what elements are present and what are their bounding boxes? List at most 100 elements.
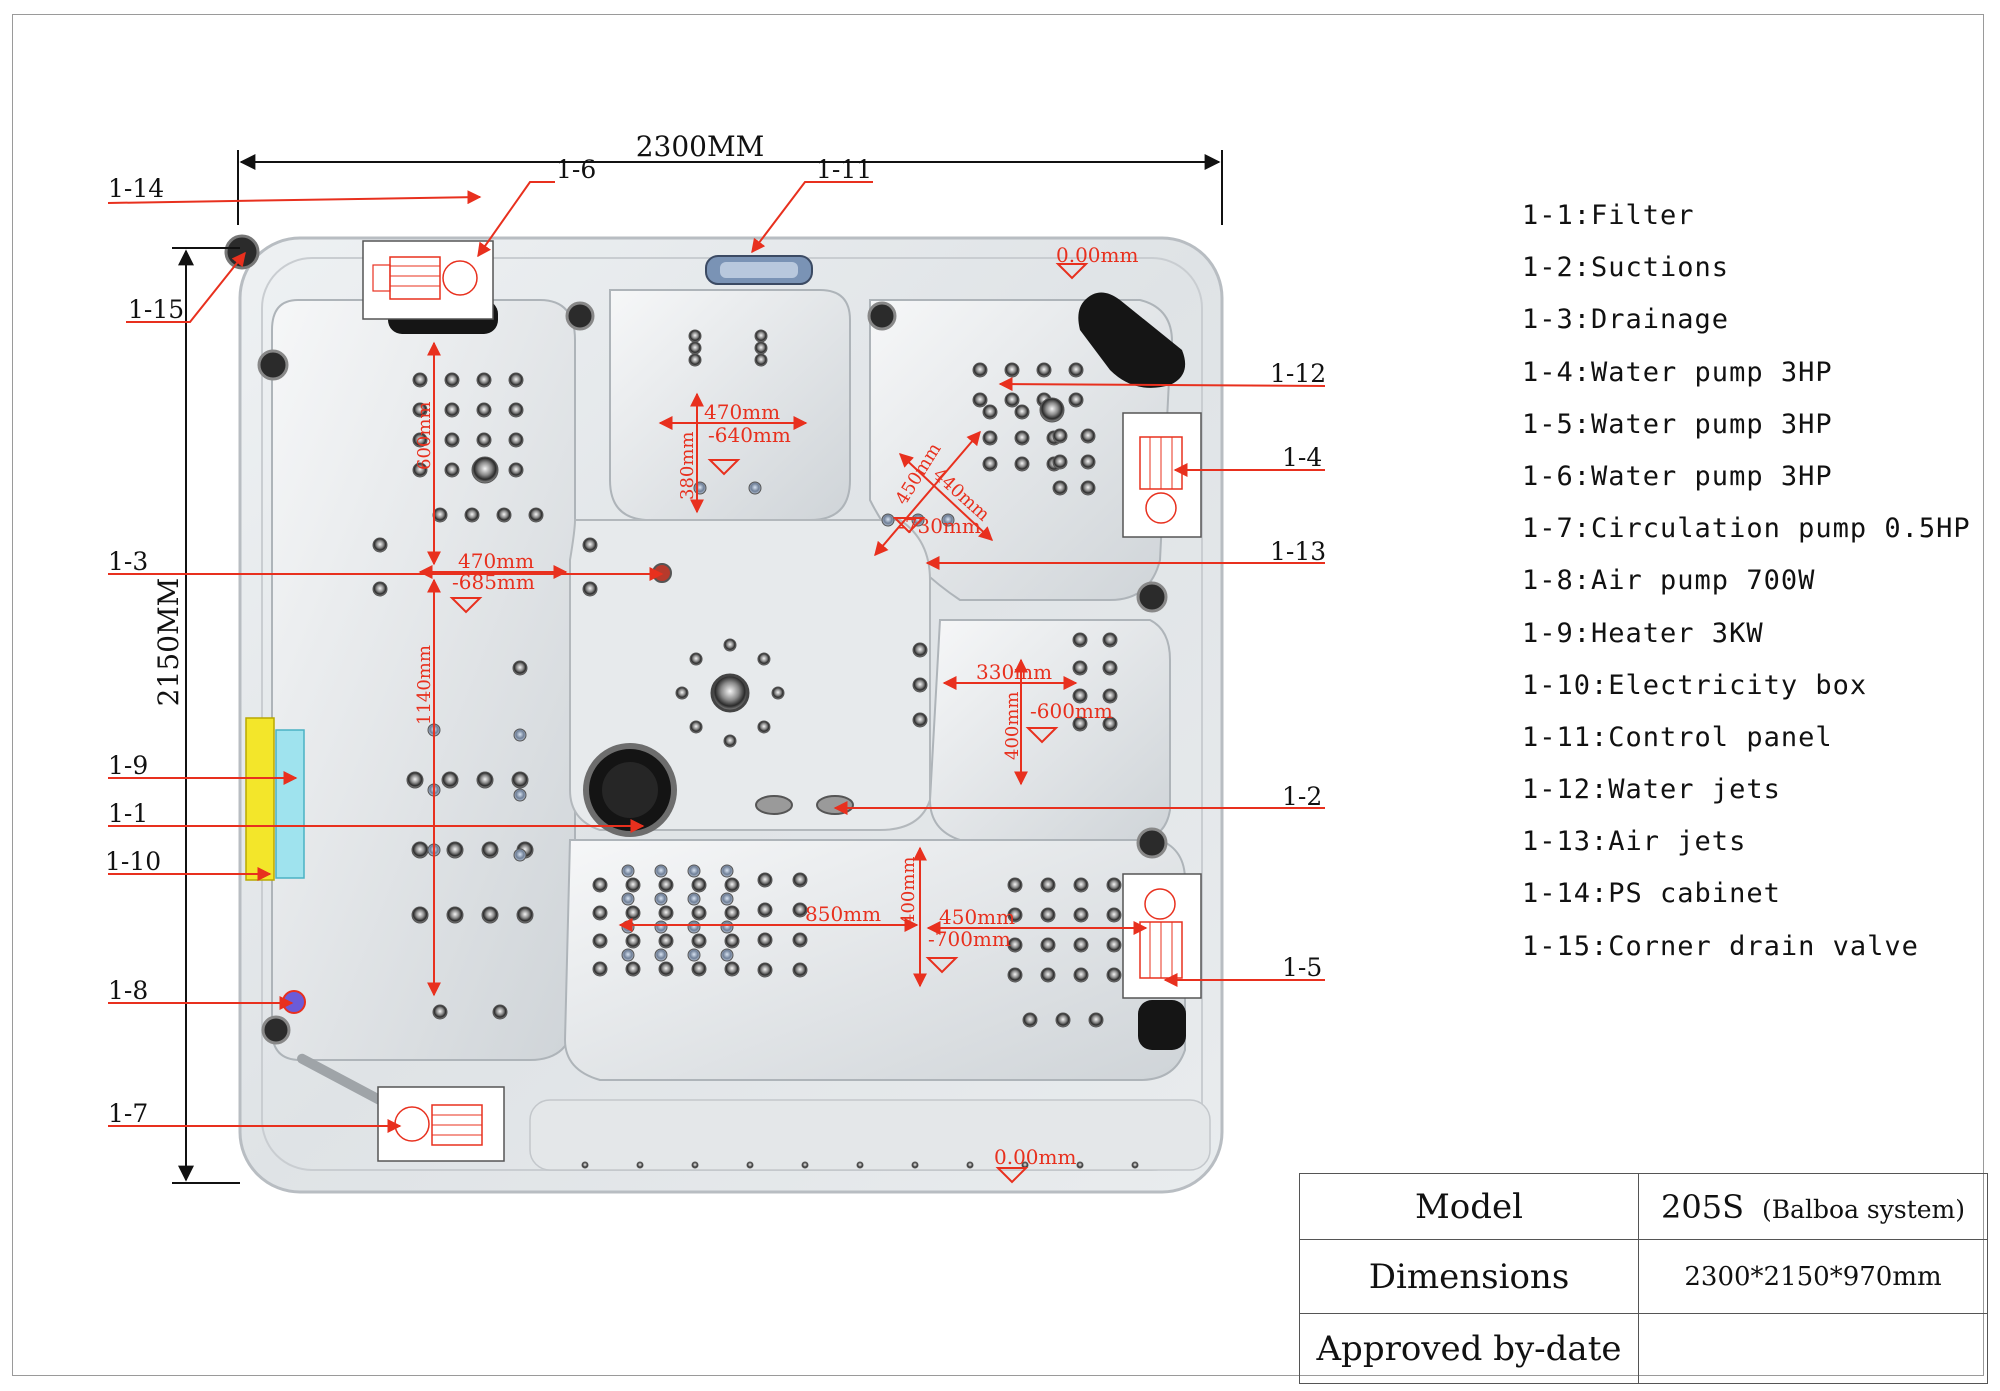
water-jet-icon	[1052, 454, 1068, 470]
water-jet-icon	[1004, 362, 1020, 378]
water-jet-icon	[757, 902, 773, 918]
callout-1-2: 1-2	[1282, 782, 1322, 811]
air-jet-icon	[748, 481, 762, 495]
water-jet-icon	[1036, 362, 1052, 378]
air-jet-icon	[654, 948, 668, 962]
water-jet-icon	[592, 933, 608, 949]
air-jet-icon	[513, 848, 527, 862]
water-jet-icon	[476, 372, 492, 388]
water-jet-icon	[689, 720, 703, 734]
water-jet-icon	[1073, 907, 1089, 923]
water-jet-icon	[723, 734, 737, 748]
water-jet-icon	[528, 507, 544, 523]
water-jet-icon	[1102, 660, 1118, 676]
seat1-height-label: 600mm	[414, 402, 435, 471]
water-jet-icon	[912, 712, 928, 728]
water-jet-icon	[1040, 907, 1056, 923]
approved-value	[1638, 1313, 1988, 1384]
water-jet-icon	[757, 652, 771, 666]
water-jet-icon	[691, 933, 707, 949]
legend-item-suctions: 1-2:Suctions	[1522, 252, 1730, 284]
suction-icon	[755, 795, 793, 815]
callout-1-10: 1-10	[105, 847, 161, 876]
water-jet-icon	[658, 961, 674, 977]
circulation-pump-icon	[377, 1086, 505, 1162]
legend-item-corner-drain-valve: 1-15:Corner drain valve	[1522, 930, 1919, 962]
water-jet-icon	[912, 642, 928, 658]
air-jet-icon	[621, 892, 635, 906]
air-jet-icon	[513, 788, 527, 802]
water-jet-icon	[1072, 660, 1088, 676]
headrest-top-right	[1078, 292, 1186, 388]
callout-leaders	[107, 181, 1326, 1133]
water-jet-icon	[792, 932, 808, 948]
water-jet-icon	[1072, 688, 1088, 704]
legend-item-water-jets: 1-12:Water jets	[1522, 774, 1781, 806]
water-jet-icon	[1102, 632, 1118, 648]
legend-item-water-pump-1-5: 1-5:Water pump 3HP	[1522, 408, 1833, 440]
water-jet-icon	[1106, 967, 1122, 983]
water-jet-icon	[446, 906, 464, 924]
water-jet-icon	[1102, 688, 1118, 704]
water-pump-1-6-icon	[362, 240, 494, 320]
water-jet-icon	[1073, 967, 1089, 983]
water-jet-icon	[476, 432, 492, 448]
water-jet-icon	[625, 905, 641, 921]
water-jet-icon	[982, 404, 998, 420]
water-jet-icon	[508, 432, 524, 448]
water-jet-icon	[412, 372, 428, 388]
air-jet-icon	[687, 920, 701, 934]
lounge-length-label: 850mm	[805, 902, 881, 926]
water-jet-icon	[476, 402, 492, 418]
air-jet-icon	[720, 864, 734, 878]
drain-icon	[867, 301, 897, 331]
legend-item-water-pump-1-6: 1-6:Water pump 3HP	[1522, 460, 1833, 492]
lounge-height-label: 400mm	[898, 857, 919, 926]
callout-1-9: 1-9	[108, 751, 148, 780]
legend-item-heater: 1-9:Heater 3KW	[1522, 617, 1764, 649]
water-jet-icon	[1004, 392, 1020, 408]
seat2-depth-label: -685mm	[452, 570, 535, 594]
water-jet-icon	[1014, 456, 1030, 472]
callout-1-3: 1-3	[108, 547, 148, 576]
water-jet-icon	[982, 456, 998, 472]
seat6-depth-label: -700mm	[928, 927, 1011, 951]
drain-icon	[261, 1015, 291, 1045]
water-jet-icon	[912, 677, 928, 693]
drain-icon	[1136, 581, 1168, 613]
water-jet-icon	[754, 353, 768, 367]
water-jet-icon	[464, 507, 480, 523]
air-jet-icon	[720, 948, 734, 962]
air-jet-icon	[654, 920, 668, 934]
water-jet-icon	[481, 906, 499, 924]
water-jet-icon	[658, 905, 674, 921]
seat1-length-label: 1140mm	[414, 645, 435, 725]
water-jet-icon	[792, 872, 808, 888]
callout-1-7: 1-7	[108, 1099, 148, 1128]
water-jet-icon	[411, 841, 429, 859]
water-jet-icon	[724, 905, 740, 921]
water-jet-icon	[724, 877, 740, 893]
water-jet-icon	[754, 341, 768, 355]
water-jet-icon	[1040, 967, 1056, 983]
water-jet-icon	[444, 372, 460, 388]
water-jet-icon	[757, 962, 773, 978]
water-jet-icon	[471, 456, 499, 484]
legend-item-drainage: 1-3:Drainage	[1522, 304, 1730, 336]
water-jet-icon	[911, 1161, 919, 1169]
water-jet-icon	[688, 341, 702, 355]
water-jet-icon	[675, 686, 689, 700]
water-jet-icon	[372, 581, 388, 597]
water-jet-icon	[1040, 937, 1056, 953]
water-jet-icon	[691, 905, 707, 921]
water-jet-icon	[512, 660, 528, 676]
callout-1-5: 1-5	[1282, 953, 1322, 982]
water-jet-icon	[792, 902, 808, 918]
heater-icon	[275, 729, 305, 879]
water-jet-icon	[625, 961, 641, 977]
water-jet-icon	[691, 877, 707, 893]
water-jet-icon	[1039, 397, 1065, 423]
water-jet-icon	[856, 1161, 864, 1169]
water-jet-icon	[406, 771, 424, 789]
